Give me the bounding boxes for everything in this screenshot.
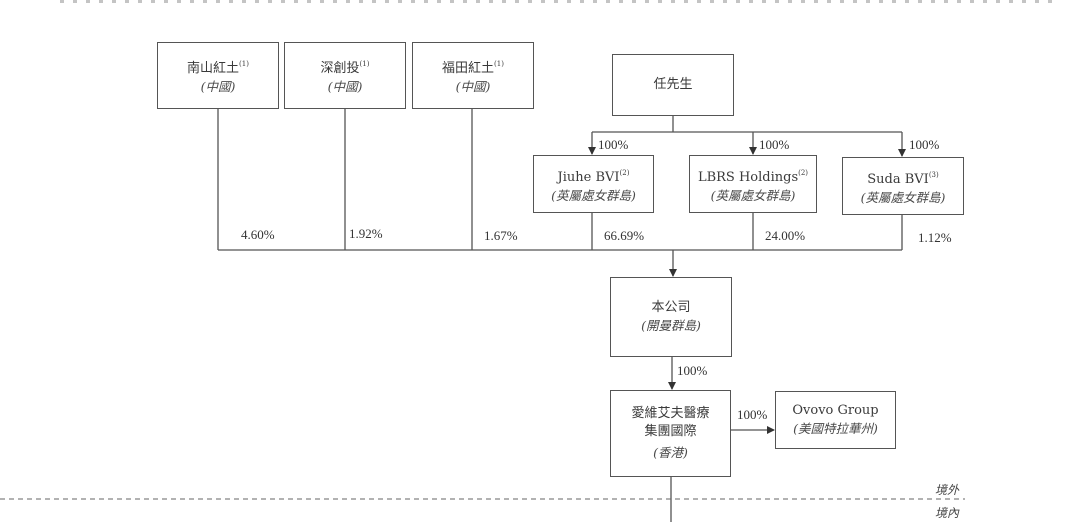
pct-ren-jiuhe: 100% xyxy=(598,137,629,152)
pct-hk-ovovo: 100% xyxy=(737,407,768,422)
entity-jurisdiction: (英屬處女群島) xyxy=(860,189,946,205)
footnote-ref: (2) xyxy=(798,168,809,177)
entity-name: 深創投 xyxy=(320,61,360,76)
entity-lbrs-holdings: LBRS Holdings(2) (英屬處女群島) xyxy=(689,155,817,213)
entity-name: Suda BVI xyxy=(867,171,929,187)
pct-lbrs: 24.00% xyxy=(765,228,806,243)
entity-jurisdiction: (中國) xyxy=(455,79,491,94)
entity-name: Ovovo Group xyxy=(792,403,879,418)
entity-hk-subsidiary: 愛維艾夫醫療 集團國際 (香港) xyxy=(610,390,731,477)
pct-futian: 1.67% xyxy=(484,228,518,243)
entity-jurisdiction: (開曼群島) xyxy=(641,318,701,333)
entity-jurisdiction: (香港) xyxy=(653,445,688,460)
entity-jiuhe-bvi: Jiuhe BVI(2) (英屬處女群島) xyxy=(533,155,654,213)
footnote-ref: (1) xyxy=(494,60,504,68)
footnote-ref: (1) xyxy=(239,60,249,68)
zone-offshore-label: 境外 xyxy=(935,483,960,497)
entity-jurisdiction: (英屬處女群島) xyxy=(710,187,796,203)
entity-company: 本公司 (開曼群島) xyxy=(610,277,732,357)
entity-name: 本公司 xyxy=(651,300,691,315)
entity-name: 任先生 xyxy=(653,77,693,92)
clipped-text-line xyxy=(60,0,1060,3)
pct-jiuhe: 66.69% xyxy=(604,228,645,243)
pct-suda: 1.12% xyxy=(918,230,952,245)
pct-company-hk: 100% xyxy=(677,363,708,378)
entity-suda-bvi: Suda BVI(3) (英屬處女群島) xyxy=(842,157,964,215)
entity-shenchuang: 深創投(1) (中國) xyxy=(284,42,406,109)
footnote-ref: (2) xyxy=(619,168,630,177)
entity-jurisdiction: (英屬處女群島) xyxy=(551,187,636,203)
entity-ovovo-group: Ovovo Group (美國特拉華州) xyxy=(775,391,896,449)
entity-name: Jiuhe BVI xyxy=(557,169,620,185)
pct-shenchuang: 1.92% xyxy=(349,226,383,241)
entity-futian: 福田紅土(1) (中國) xyxy=(412,42,534,109)
entity-name-line1: 愛維艾夫醫療 xyxy=(631,406,710,421)
footnote-ref: (3) xyxy=(928,170,939,179)
entity-name: 福田紅土 xyxy=(442,61,495,76)
entity-jurisdiction: (中國) xyxy=(327,79,363,94)
entity-nanshan: 南山紅土(1) (中國) xyxy=(157,42,279,109)
entity-name: LBRS Holdings xyxy=(697,169,799,185)
zone-onshore-label: 境內 xyxy=(935,506,960,520)
entity-jurisdiction: (美國特拉華州) xyxy=(793,421,878,436)
entity-name-line2: 集團國際 xyxy=(644,424,697,439)
footnote-ref: (1) xyxy=(359,60,370,68)
pct-nanshan: 4.60% xyxy=(241,227,275,242)
entity-name: 南山紅土 xyxy=(187,61,240,76)
pct-ren-lbrs: 100% xyxy=(759,137,790,152)
pct-ren-suda: 100% xyxy=(909,137,940,152)
entity-mr-ren: 任先生 xyxy=(612,54,734,116)
entity-jurisdiction: (中國) xyxy=(200,79,236,94)
